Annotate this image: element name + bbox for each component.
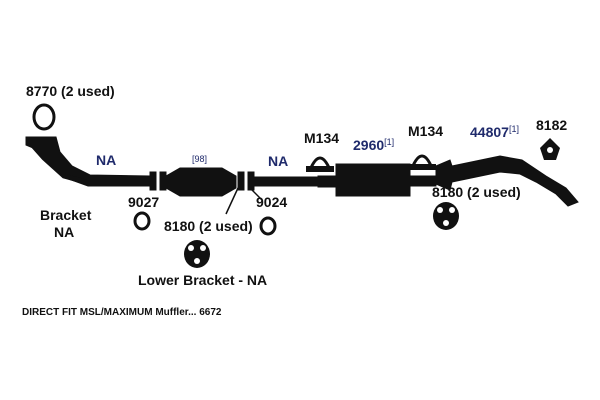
catalytic-converter — [165, 167, 237, 197]
label-9024: 9024 — [256, 194, 287, 210]
footer-caption: DIRECT FIT MSL/MAXIMUM Muffler... 6672 — [22, 307, 222, 318]
label-8182: 8182 — [536, 117, 567, 133]
gasket-8770 — [32, 103, 56, 131]
hanger-8180-lower — [184, 240, 210, 268]
label-lower-bracket: Lower Bracket - NA — [138, 272, 267, 288]
leader-8180-b — [249, 187, 263, 201]
gasket-9027 — [133, 211, 151, 231]
label-m134-b: M134 — [408, 123, 443, 139]
label-m134-a: M134 — [304, 130, 339, 146]
label-44807: 44807[1] — [470, 124, 519, 140]
label-bracket: Bracket — [40, 207, 92, 223]
gasket-9024 — [259, 216, 277, 236]
leader-8180 — [225, 187, 239, 215]
converter-outlet-flange — [237, 171, 245, 191]
converter-outlet-flange-2 — [247, 171, 255, 191]
clamp-m134-right — [408, 154, 436, 170]
intermediate-pipe — [253, 176, 319, 187]
label-98: [98] — [192, 154, 207, 164]
label-na-mid: NA — [268, 153, 288, 169]
label-2960: 2960[1] — [353, 137, 394, 153]
label-9027: 9027 — [128, 194, 159, 210]
clamp-m134-left — [306, 156, 334, 172]
label-8180-lower: 8180 (2 used) — [164, 218, 253, 234]
pipe-coupler-left — [149, 171, 157, 191]
hanger-8180-right — [433, 202, 459, 230]
label-na-pipe: NA — [96, 152, 116, 168]
muffler-2960 — [335, 163, 411, 197]
tailpipe-44807 — [435, 155, 579, 207]
hanger-8182 — [540, 138, 560, 160]
label-8180-right: 8180 (2 used) — [432, 184, 521, 200]
downpipe — [26, 138, 87, 185]
pipe-coupler-left-2 — [159, 171, 167, 191]
label-bracket-na: NA — [54, 224, 74, 240]
muffler-inlet-pipe — [317, 175, 337, 188]
label-8770: 8770 (2 used) — [26, 83, 115, 99]
